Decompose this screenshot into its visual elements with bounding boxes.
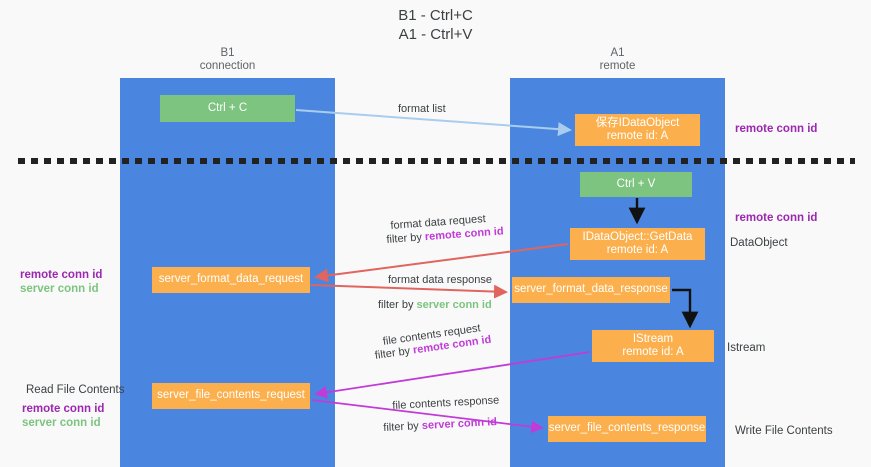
node-server-format-data-response[interactable]: server_format_data_response	[512, 277, 670, 303]
note-remote-conn-id-top: remote conn id	[735, 123, 818, 135]
edge-label-file-contents-response: file contents response	[392, 394, 500, 412]
edge-label-filter-server-conn-id-2: filter by server conn id	[383, 415, 497, 435]
node-server-format-data-request[interactable]: server_format_data_request	[152, 267, 310, 293]
edge-label-format-data-response: format data response	[388, 274, 492, 286]
node-ctrl-v[interactable]: Ctrl + V	[580, 172, 692, 197]
filter-value: server conn id	[416, 299, 492, 311]
edge-label-format-list: format list	[398, 103, 446, 115]
note-dataobject: DataObject	[730, 237, 788, 249]
note-write-file-contents: Write File Contents	[735, 425, 833, 437]
node-istream[interactable]: IStream remote id: A	[592, 330, 714, 362]
column-header-b1: B1 connection	[199, 47, 256, 72]
note-left-server-conn-id-2: server conn id	[22, 417, 101, 429]
note-read-file-contents: Read File Contents	[26, 384, 125, 396]
node-server-file-contents-response[interactable]: server_file_contents_response	[548, 416, 706, 442]
filter-prefix: filter by	[378, 299, 417, 311]
note-remote-conn-id-mid: remote conn id	[735, 212, 818, 224]
note-left-server-conn-id: server conn id	[20, 283, 99, 295]
note-left-remote-conn-id-2: remote conn id	[22, 403, 105, 415]
node-server-file-contents-request[interactable]: server_file_contents_request	[152, 383, 310, 409]
edge-label-filter-server-conn-id: filter by server conn id	[378, 298, 492, 312]
node-idataobject-getdata[interactable]: IDataObject::GetData remote id: A	[570, 228, 705, 260]
filter-value: server conn id	[421, 416, 498, 432]
note-istream: Istream	[727, 342, 766, 354]
node-save-idataobject[interactable]: 保存IDataObject remote id: A	[575, 114, 700, 146]
note-left-conn-ids: remote conn id server conn id	[20, 268, 102, 296]
node-ctrl-c[interactable]: Ctrl + C	[160, 95, 295, 122]
column-header-a1: A1 remote	[599, 47, 636, 72]
note-left-remote-conn-id: remote conn id	[20, 269, 103, 281]
filter-prefix: filter by	[383, 419, 423, 434]
filter-prefix: filter by	[386, 231, 426, 246]
filter-prefix: filter by	[374, 344, 414, 362]
diagram-title: B1 - Ctrl+C A1 - Ctrl+V	[398, 7, 473, 43]
note-left-conn-ids-2: remote conn id server conn id	[22, 402, 104, 430]
